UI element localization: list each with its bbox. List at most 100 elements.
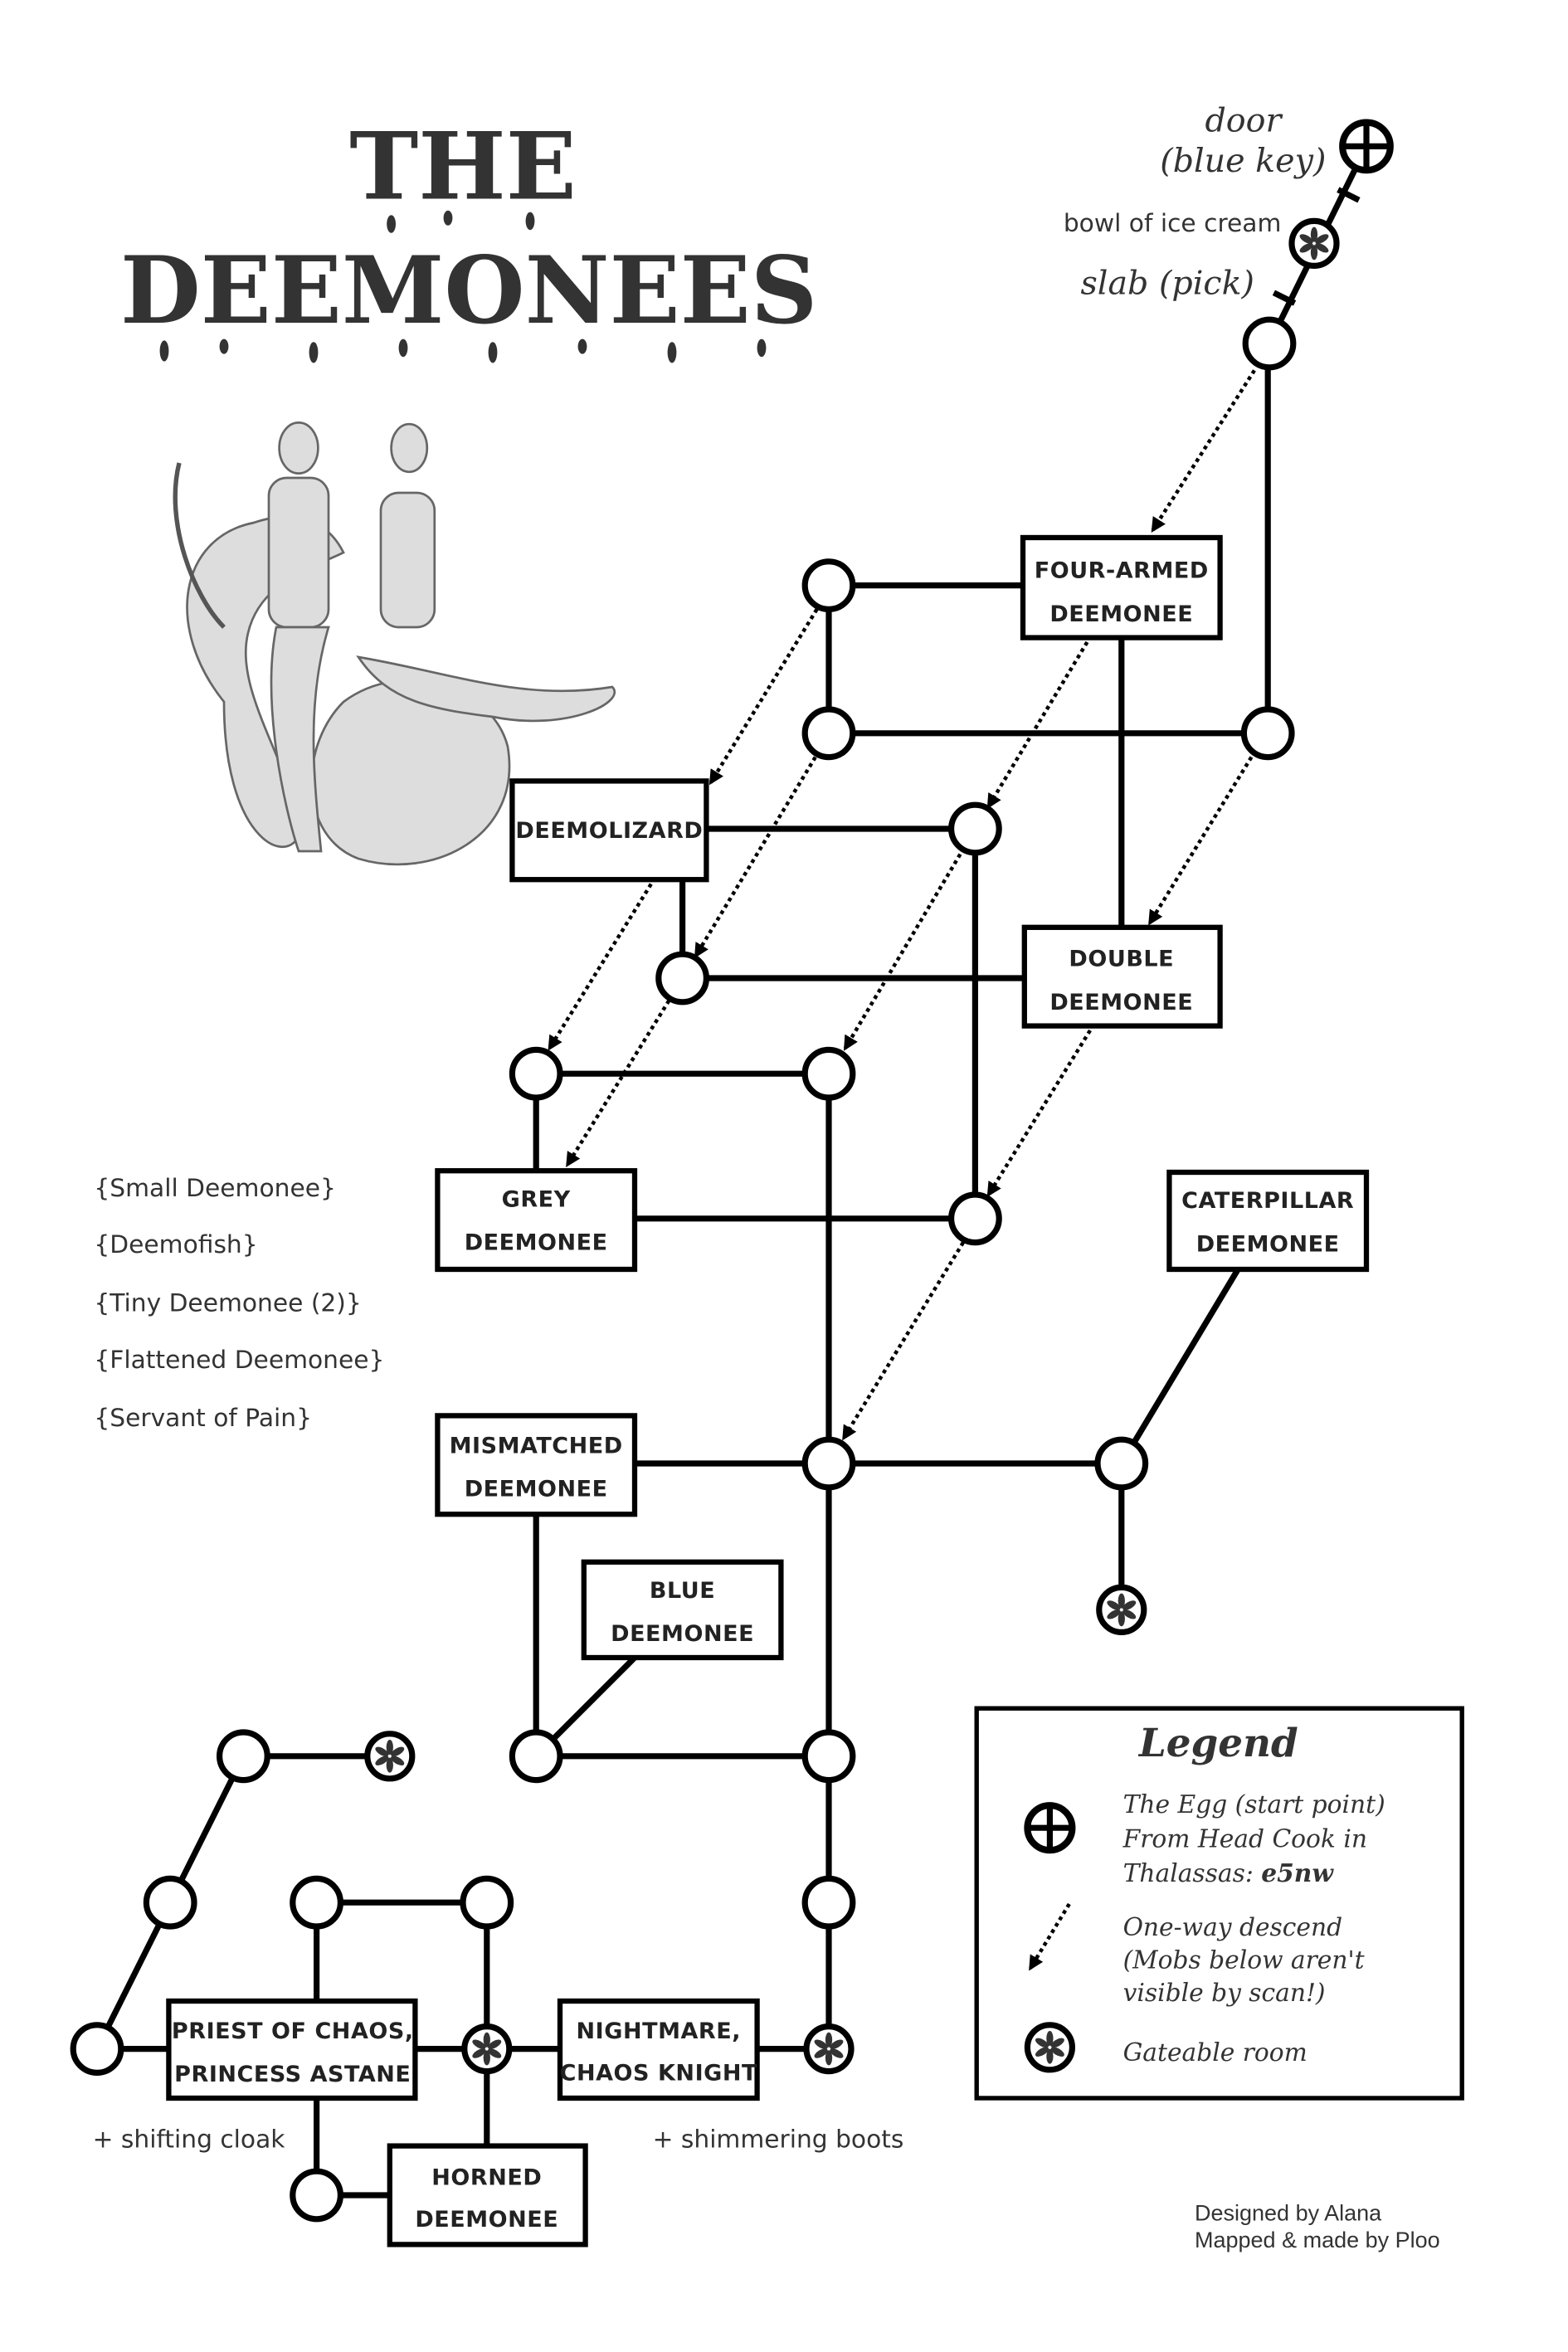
mob-item: {Small Deemonee} [94,1174,335,1203]
room-node [948,801,1002,856]
asterisk-circle-icon [461,2023,513,2075]
svg-text:DEEMONEE: DEEMONEE [415,2207,558,2233]
room-caterpillar-deemonee: CATERPILLAR DEEMONEE [1166,1169,1370,1273]
wandering-mobs-list: {Small Deemonee} {Deemofish} {Tiny Deemo… [94,1174,384,1433]
room-double-deemonee: DOUBLE DEEMONEE [1021,924,1223,1029]
bowl-label: bowl of ice cream [1064,209,1282,238]
asterisk-circle-icon [364,1731,416,1782]
passages [94,144,1370,2199]
descend-arrow [566,999,671,1168]
descend-arrow [986,1029,1092,1198]
room-node [70,2022,124,2076]
mob-item: {Servant of Pain} [94,1404,312,1433]
svg-text:CHAOS KNIGHT: CHAOS KNIGHT [560,2060,757,2086]
mob-item: {Deemofish} [94,1230,257,1259]
svg-text:MISMATCHED: MISMATCHED [450,1433,623,1458]
svg-text:DEEMONEE: DEEMONEE [1049,601,1193,627]
room-nodes [70,316,1297,2223]
svg-text:Gateable room: Gateable room [1123,2038,1307,2067]
mob-item: {Tiny Deemonee (2)} [94,1288,361,1317]
svg-text:(Mobs below aren't: (Mobs below aren't [1123,1945,1365,1975]
room-node [801,1046,856,1101]
descend-arrow [709,608,819,786]
circle-cross-icon [1339,119,1394,174]
credit-mapper: Mapped & made by Ploo [1195,2228,1440,2252]
svg-text:CATERPILLAR: CATERPILLAR [1181,1188,1354,1214]
title-line-1: THE [349,112,577,221]
door-label: door [1205,101,1283,139]
svg-text:From Head Cook in: From Head Cook in [1122,1825,1367,1854]
svg-text:HORNED: HORNED [431,2165,542,2190]
svg-text:PRINCESS ASTANE: PRINCESS ASTANE [174,2062,411,2087]
loot-priest: + shifting cloak [93,2125,286,2154]
room-blue-deemonee: BLUE DEEMONEE [581,1559,784,1661]
room-node [801,558,856,612]
room-node [1094,1436,1149,1491]
room-nightmare: NIGHTMARE, CHAOS KNIGHT [557,1998,760,2101]
room-node [290,2168,343,2223]
room-node [509,1046,563,1101]
svg-text:DEEMOLIZARD: DEEMOLIZARD [515,818,703,844]
room-node [801,1729,856,1784]
descend-arrow [1151,369,1256,533]
svg-text:FOUR-ARMED: FOUR-ARMED [1035,558,1209,584]
legend-title: Legend [1137,1721,1298,1766]
svg-text:Thalassas: e5nw: Thalassas: e5nw [1123,1859,1335,1888]
asterisk-circle-icon [1024,2022,1075,2073]
descend-arrow [694,756,817,959]
room-node [217,1729,270,1784]
svg-text:PRIEST OF CHAOS,: PRIEST OF CHAOS, [172,2018,414,2044]
svg-text:DEEMONEE: DEEMONEE [1049,990,1193,1015]
credit-designer: Designed by Alana [1195,2201,1382,2226]
svg-text:GREY: GREY [502,1186,571,1212]
room-priest-of-chaos: PRIEST OF CHAOS, PRINCESS ASTANE [166,1998,418,2101]
svg-text:visible by scan!): visible by scan!) [1123,1979,1326,2008]
room-node [1242,316,1297,371]
room-node [801,1875,856,1930]
svg-text:One-way descend: One-way descend [1123,1913,1343,1942]
dotted-arrow-icon [1029,1902,1071,1971]
descend-arrow [843,853,962,1051]
room-node [948,1191,1002,1246]
gateable-rooms [364,217,1340,2075]
descend-arrow [1148,756,1254,926]
room-node [143,1875,197,1930]
room-node [509,1729,563,1784]
slab-label: slab (pick) [1080,265,1254,303]
room-four-armed-deemonee: FOUR-ARMED DEEMONEE [1020,534,1223,640]
room-node [460,1875,514,1930]
circle-cross-icon [1024,1802,1076,1854]
room-node [290,1875,343,1930]
descend-arrow [548,883,653,1051]
svg-text:DEEMONEE: DEEMONEE [611,1621,754,1647]
mob-item: {Flattened Deemonee} [94,1346,384,1375]
loot-nightmare: + shimmering boots [653,2125,904,2154]
svg-text:DEEMONEE: DEEMONEE [1196,1231,1340,1257]
room-grey-deemonee: GREY DEEMONEE [435,1168,638,1273]
room-mismatched-deemonee: MISMATCHED DEEMONEE [435,1413,638,1517]
svg-text:DEEMONEE: DEEMONEE [465,1477,608,1502]
one-way-arrows [548,369,1256,1441]
deemonee-illustration [173,421,616,866]
descend-arrow [986,640,1089,810]
asterisk-circle-icon [1288,217,1340,270]
room-deemolizard: DEEMOLIZARD [509,778,709,883]
svg-text:NIGHTMARE,: NIGHTMARE, [577,2018,741,2044]
drip-decoration [159,210,767,363]
descend-arrow [842,1241,965,1441]
room-horned-deemonee: HORNED DEEMONEE [387,2143,588,2247]
asterisk-circle-icon [803,2023,855,2075]
svg-text:DEEMONEE: DEEMONEE [465,1230,608,1256]
title-line-2: DEEMONEES [120,236,817,345]
room-node [801,706,856,761]
svg-text:The Egg (start point): The Egg (start point) [1123,1790,1385,1819]
door-key-label: (blue key) [1160,142,1326,180]
map-title: THE DEEMONEES [120,112,817,363]
asterisk-circle-icon [1096,1584,1147,1635]
room-node [801,1436,856,1491]
legend: Legend The Egg (start point) From Head C… [974,1706,1464,2101]
room-node [655,951,709,1006]
room-node [1240,706,1295,761]
svg-text:BLUE: BLUE [650,1578,715,1604]
